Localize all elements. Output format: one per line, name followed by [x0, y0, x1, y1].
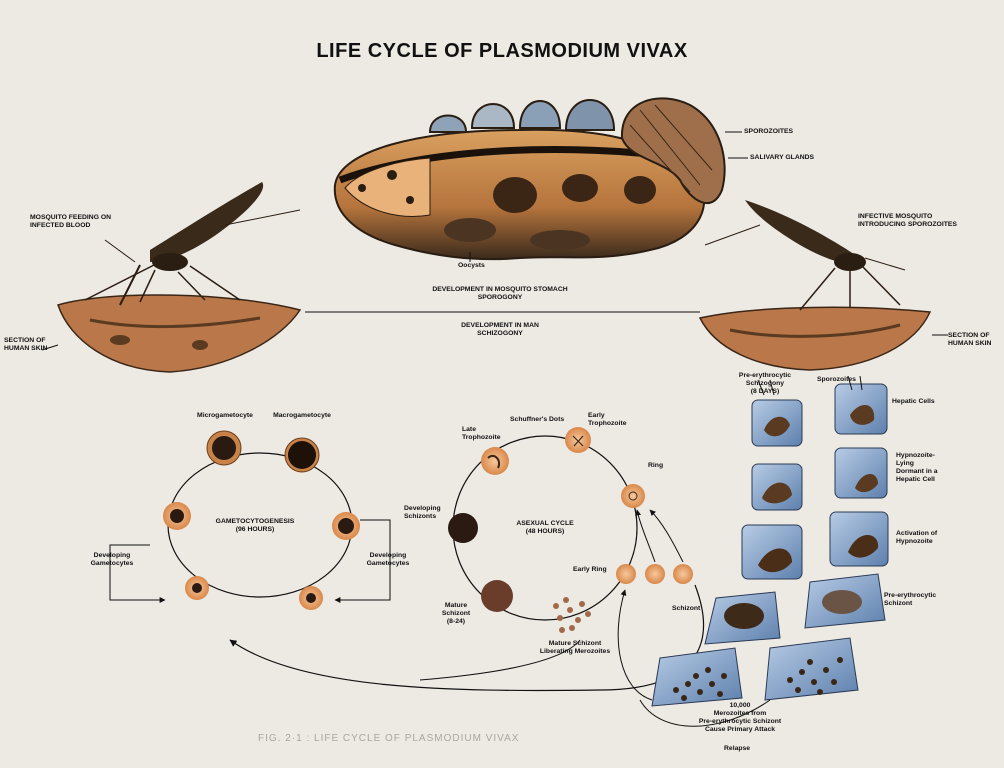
label-asexual-cycle: ASEXUAL CYCLE (48 HOURS): [500, 520, 590, 536]
label-pre-erythrocytic-schizont: Pre-erythrocytic Schizont: [884, 592, 936, 608]
label-early-ring: Early Ring: [573, 566, 607, 574]
figure-caption: FIG. 2·1 : LIFE CYCLE OF PLASMODIUM VIVA…: [258, 733, 519, 744]
label-mature-schizont: Mature Schizont (8-24): [426, 602, 486, 626]
label-schizont: Schizont: [672, 605, 700, 613]
label-mosquito-development: DEVELOPMENT IN MOSQUITO STOMACH SPOROGON…: [400, 286, 600, 302]
label-ring: Ring: [648, 462, 663, 470]
label-developing-gametocytes-right: Developing Gametocytes: [358, 552, 418, 568]
label-schuffners-dots: Schuffner's Dots: [510, 416, 564, 424]
mosquito-stomach: [335, 98, 748, 262]
label-infective-mosquito: INFECTIVE MOSQUITO INTRODUCING SPOROZOIT…: [858, 213, 957, 229]
label-sporozoites: SPOROZOITES: [744, 128, 793, 136]
label-section-skin-left: SECTION OF HUMAN SKIN: [4, 337, 47, 353]
label-microgametocyte: Microgametocyte: [185, 412, 265, 420]
label-oocysts: Oocysts: [458, 262, 485, 270]
label-activation-hypnozoite: Activation of Hypnozoite: [896, 530, 937, 546]
label-late-trophozoite: Late Trophozoite: [462, 426, 501, 442]
label-man-development: DEVELOPMENT IN MAN SCHIZOGONY: [400, 322, 600, 338]
label-early-trophozoite: Early Trophozoite: [588, 412, 627, 428]
label-hepatic-cells: Hepatic Cells: [892, 398, 935, 406]
label-gametocytogenesis: GAMETOCYTOGENESIS (96 HOURS): [200, 518, 310, 534]
label-developing-gametocytes-left: Developing Gametocytes: [82, 552, 142, 568]
mosquito-left: [42, 182, 300, 372]
label-salivary-glands: SALIVARY GLANDS: [750, 154, 814, 162]
label-sporozoites-small: Sporozoites: [817, 376, 856, 384]
label-pre-erythrocytic-schizogony: Pre-erythrocytic Schizogony (8 DAYS): [720, 372, 810, 396]
hepatic-cells: [618, 376, 888, 726]
label-relapse: Relapse: [724, 745, 750, 753]
label-mature-schizont-liberating: Mature Schizont Liberating Merozoites: [530, 640, 620, 656]
label-mosquito-feeding: MOSQUITO FEEDING ON INFECTED BLOOD: [30, 214, 111, 230]
label-hypnozoite: Hypnozoite- Lying Dormant in a Hepatic C…: [896, 452, 938, 484]
label-section-skin-right: SECTION OF HUMAN SKIN: [948, 332, 991, 348]
label-merozoites-note: 10,000 Merozoites from Pre-erythrocytic …: [680, 702, 800, 734]
label-developing-schizonts: Developing Schizonts: [404, 505, 441, 521]
label-macrogametocyte: Macrogametocyte: [262, 412, 342, 420]
